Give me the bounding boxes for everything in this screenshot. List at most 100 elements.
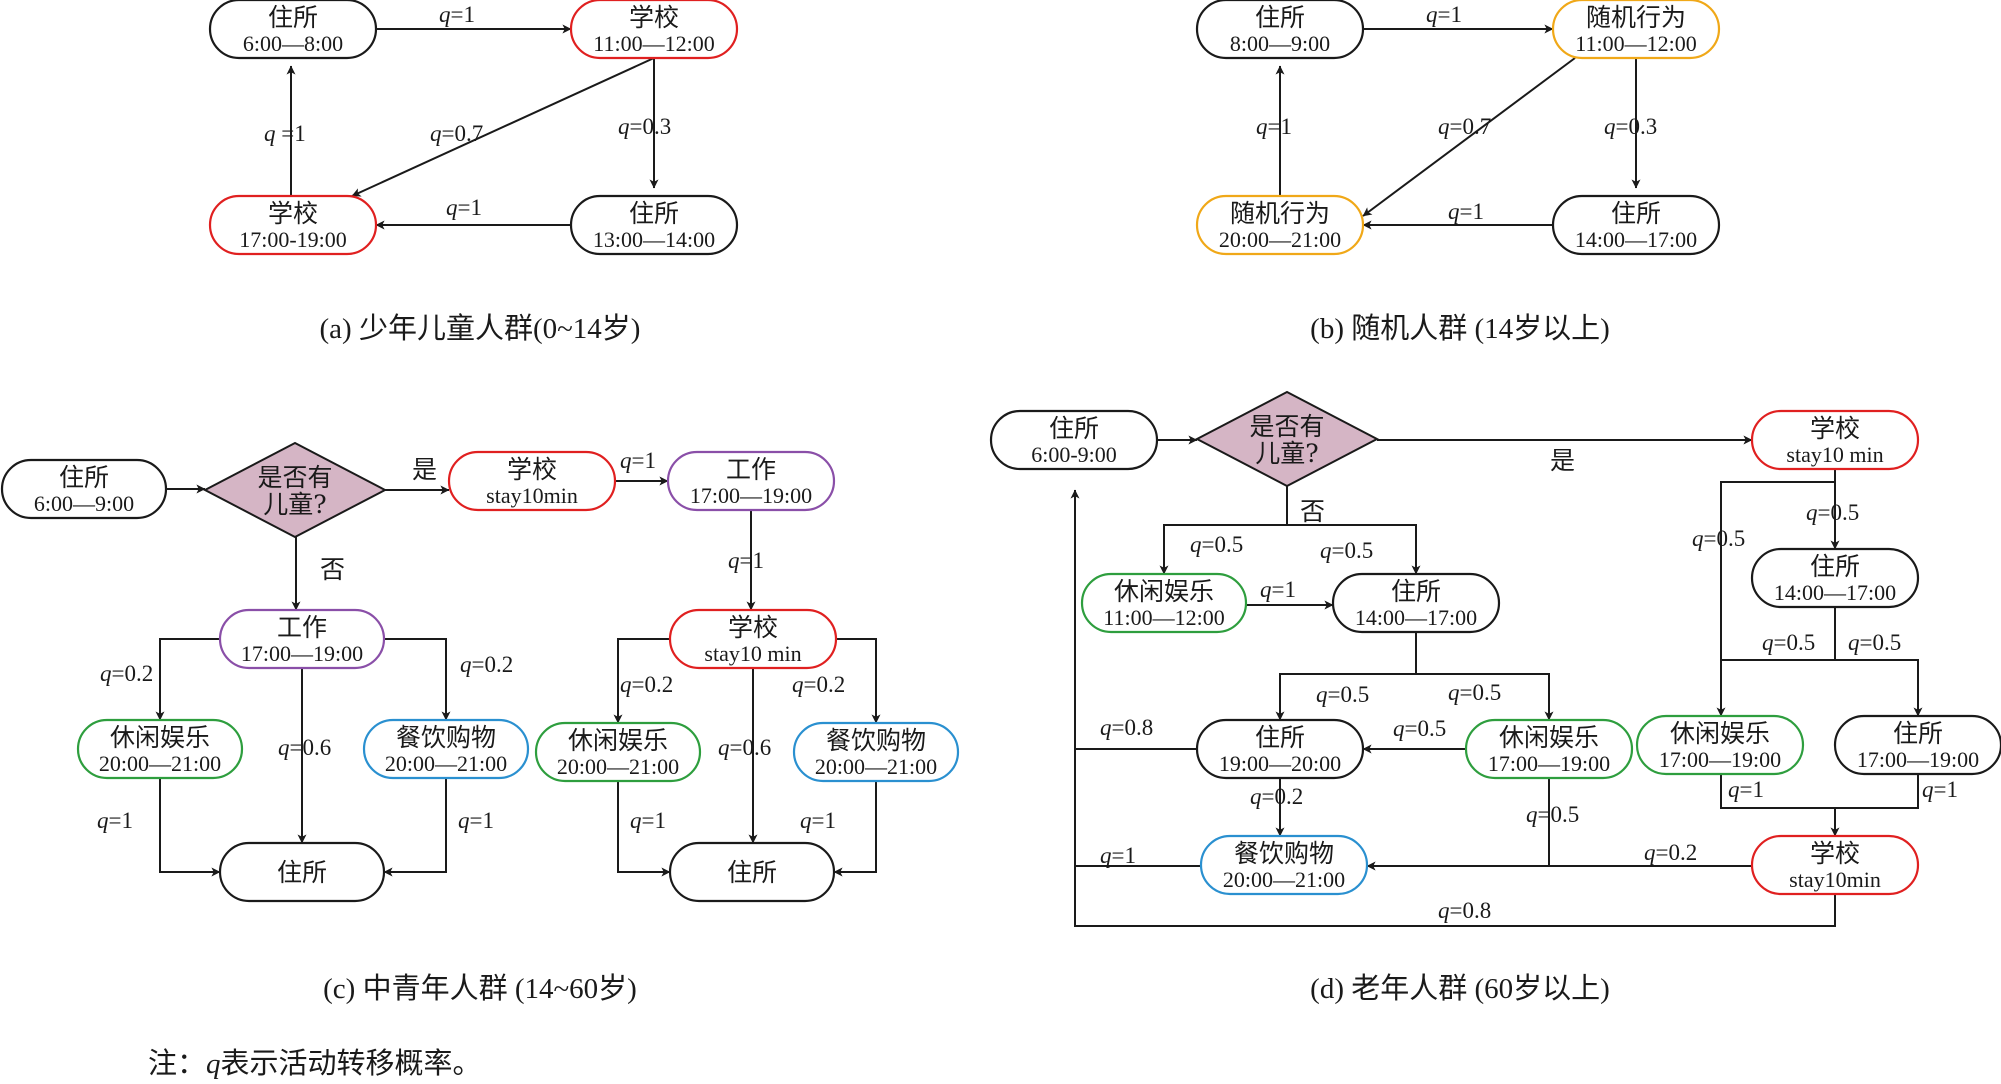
node-title: 学校 (268, 199, 318, 228)
decision-line1: 是否有 (257, 463, 332, 492)
node-title: 住所 (268, 3, 318, 32)
edge-label-var: q (630, 808, 642, 833)
edge-20 (613, 638, 670, 724)
node-box (1750, 834, 1920, 896)
edge-label-var: q (1604, 114, 1616, 139)
node-box (668, 841, 836, 903)
edge-label-b-e2: q=0.7 (1438, 114, 1491, 139)
node-title: 学校 (507, 455, 557, 484)
edges-layer (155, 24, 1923, 927)
edge-label-value: =0.2 (112, 661, 154, 686)
edge-label-var: q (792, 672, 804, 697)
node-title: 住所 (1391, 577, 1441, 606)
node-time: 19:00—20:00 (1219, 751, 1341, 776)
node-title: 住所 (277, 858, 327, 887)
edge-label-c-w_e: q=0.6 (278, 735, 331, 760)
node-title: 住所 (59, 463, 109, 492)
edge-label-value: =0.5 (1860, 630, 1902, 655)
edge-label-value: =1 (1740, 777, 1764, 802)
edge-label-var: q (800, 808, 812, 833)
node-box (1199, 834, 1369, 896)
edge-38 (1716, 481, 1835, 717)
node-title: 住所 (1255, 723, 1305, 752)
node-title: 休闲娱乐 (1670, 719, 1770, 748)
edge-6 (1362, 57, 1576, 217)
node-time: 17:00—19:00 (1659, 747, 1781, 772)
node-title: 随机行为 (1586, 3, 1686, 32)
edge-44 (1074, 490, 1836, 927)
edge-label-value: =0.2 (632, 672, 674, 697)
edge-label-c-s2_d: q=0.2 (792, 672, 845, 697)
edge-label-d-d_home: q=1 (1100, 843, 1136, 868)
edge-label-c-w_l: q=0.2 (100, 661, 153, 686)
node-box (1833, 714, 2001, 776)
edge-label-value: =1 (812, 808, 836, 833)
edge-label-var: q (1260, 577, 1272, 602)
edge-label-var: q (1320, 538, 1332, 563)
edge-label-value: =1 (1112, 843, 1136, 868)
edge-label-var: q (430, 121, 442, 146)
node-time: stay10min (1789, 867, 1881, 892)
node-time: 20:00—21:00 (99, 751, 221, 776)
edge-label-var: q (1448, 199, 1460, 224)
edge-label-var: q (1448, 680, 1460, 705)
node-box (569, 194, 739, 256)
edge-label-c-s2_l: q=0.2 (620, 672, 673, 697)
edge-label-c-s_w: q=1 (620, 448, 656, 473)
decision-yes-label-c: 是 (412, 455, 437, 484)
node-box (0, 458, 168, 520)
edge-label-var: q (460, 652, 472, 677)
node-title: 休闲娱乐 (1114, 577, 1214, 606)
node-time: 20:00—21:00 (557, 754, 679, 779)
caption-b: (b) 随机人群 (14岁以上) (1310, 312, 1610, 345)
node-time: 20:00—21:00 (815, 754, 937, 779)
edge-label-d-h_hB: q=0.5 (1316, 682, 1369, 707)
node-box (218, 608, 386, 670)
edge-label-d-hB_home: q=0.8 (1100, 715, 1153, 740)
edge-label-var: q (620, 672, 632, 697)
caption-a: (a) 少年儿童人群(0~14岁) (320, 312, 641, 345)
edge-label-value: =0.5 (1332, 538, 1374, 563)
edge-label-b-e5: q=1 (1256, 114, 1292, 139)
edge-label-var: q (1100, 843, 1112, 868)
decision-line2: 儿童? (263, 490, 326, 519)
node-box (1080, 572, 1248, 634)
edge-label-value: =0.5 (1460, 680, 1502, 705)
edge-label-value: =1 (632, 448, 656, 473)
node-time: 17:00—19:00 (1857, 747, 1979, 772)
node-box (447, 450, 617, 512)
edge-label-var: q (458, 808, 470, 833)
edge-label-value: =0.5 (1538, 802, 1580, 827)
node-time: 20:00—21:00 (1223, 867, 1345, 892)
edge-label-value: =0.5 (1328, 682, 1370, 707)
edge-label-value: =0.7 (442, 121, 484, 146)
edge-1 (351, 57, 655, 197)
node-box (1195, 718, 1365, 780)
edge-label-value: =0.6 (730, 735, 772, 760)
node-time: 11:00—12:00 (1103, 605, 1224, 630)
node-title: 学校 (728, 613, 778, 642)
edge-label-value: =0.5 (1818, 500, 1860, 525)
edge-label-a-e3: q=0.3 (618, 114, 671, 139)
edge-label-var: q (1644, 840, 1656, 865)
node-time: 11:00—12:00 (1575, 31, 1696, 56)
node-time: 14:00—17:00 (1575, 227, 1697, 252)
edge-label-value: =0.2 (472, 652, 514, 677)
edge-label-value: =0.7 (1450, 114, 1492, 139)
node-c-end1: 住所 (218, 841, 386, 903)
node-time: 20:00—21:00 (385, 751, 507, 776)
node-title: 休闲娱乐 (1499, 723, 1599, 752)
edge-label-value: =1 (1272, 577, 1296, 602)
edge-label-var: q (446, 195, 458, 220)
edge-39 (1720, 607, 1836, 716)
edge-label-value: =0.8 (1112, 715, 1154, 740)
